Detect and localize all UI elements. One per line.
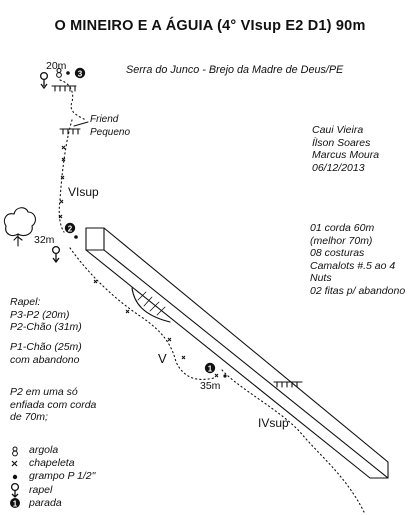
staple-icon (223, 374, 227, 378)
pitch-length: 35m (200, 380, 221, 392)
svg-text:2: 2 (68, 225, 73, 234)
route-title: O MINEIRO E A ÁGUIA (4° VIsup E2 D1) 90m (54, 18, 366, 34)
gear-list: 01 corda 60m (melhor 70m) 08 costuras Ca… (310, 222, 405, 297)
friend-line: Pequeno (90, 126, 131, 138)
authors-block: Caui Vieira Ílson Soares Marcus Moura 06… (312, 124, 379, 174)
legend-staple-icon (12, 474, 18, 480)
belay-3: 3 (74, 67, 86, 79)
legend-rappel-icon (10, 482, 20, 498)
svg-text:3: 3 (78, 70, 83, 79)
top-ledge-hatch (51, 85, 77, 92)
ring-icon (56, 68, 62, 78)
gear-item: Nuts (310, 272, 332, 284)
rappel-length-mid: 32m (34, 234, 55, 246)
bolt-icon (167, 337, 172, 342)
legend-label-ring: argola (29, 444, 59, 456)
rappel-line: com abandono (10, 353, 80, 366)
author-line: Ílson Soares (312, 136, 371, 149)
bolt-icon (58, 214, 63, 219)
bolt-icon (181, 355, 186, 360)
route-line-middle (69, 247, 215, 380)
route-line-upper2 (58, 119, 73, 233)
rappel-icon-mid (51, 245, 61, 264)
grade-middle: V (158, 351, 167, 366)
bolt-icon (59, 199, 64, 204)
route-line-lower (221, 369, 365, 513)
rappel-info: Rapel: P3-P2 (20m) P2-Chão (31m) (10, 296, 82, 334)
bolt-icon (61, 157, 66, 162)
date-line: 06/12/2013 (312, 161, 365, 174)
staple-icon (74, 235, 78, 239)
bolt-icon (61, 145, 66, 150)
belay-2: 2 (64, 222, 76, 234)
legend-label-bolt: chapeleta (29, 457, 75, 469)
rappel-line: enfiada com corda (10, 398, 97, 411)
tree-icon (3, 207, 37, 237)
author-line: Marcus Moura (312, 149, 380, 161)
friend-hatch (59, 128, 81, 135)
friend-pointer (73, 121, 89, 127)
friend-note: Friend Pequeno (90, 114, 130, 139)
legend-ring-icon (12, 446, 18, 457)
bolt-icon (60, 175, 65, 180)
gear-item: 02 fitas p/ abandono (310, 284, 406, 297)
legend-bolt-icon (11, 460, 18, 467)
tree-trunk (13, 233, 23, 247)
bolt-icon (93, 279, 98, 284)
rappel-heading: Rapel: (10, 296, 41, 308)
legend-label-rappel: rapel (29, 484, 53, 496)
gear-item: 01 corda 60m (310, 222, 375, 234)
rappel-line: P2 em uma só (10, 386, 78, 398)
rappel-line: P2-Chão (31m) (10, 321, 82, 333)
gear-item: 08 costuras (310, 247, 365, 259)
route-line-upper (59, 79, 87, 121)
slab-outline (85, 227, 389, 479)
legend-label-staple: grampo P 1/2" (29, 470, 96, 482)
rappel-length-top: 20m (46, 60, 67, 72)
legend-label-belay: parada (29, 497, 62, 509)
grade-upper: VIsup (68, 185, 99, 199)
rappel-line: de 70m; (10, 411, 48, 423)
bolt-icon (214, 373, 219, 378)
lower-ledge-hatch (273, 381, 303, 388)
flake-outline (131, 287, 171, 323)
bolt-icon (125, 309, 130, 314)
grade-lower: IVsup (258, 416, 289, 430)
flake-hatch (137, 291, 166, 316)
author-line: Caui Vieira (312, 124, 364, 136)
gear-item: Camalots #.5 ao 4 (310, 259, 396, 272)
rappel-alt: P1-Chão (25m) com abandono (10, 341, 82, 366)
friend-line: Friend (90, 114, 119, 125)
staple-icon (66, 71, 70, 75)
rappel-line: P1-Chão (25m) (10, 341, 82, 353)
rappel-icon-top (39, 71, 49, 90)
rappel-note: P2 em uma só enfiada com corda de 70m; (10, 386, 96, 424)
gear-item: (melhor 70m) (310, 234, 373, 247)
bolt-markers (58, 145, 219, 378)
rappel-line: P3-P2 (20m) (10, 308, 70, 321)
slab-edge (103, 227, 389, 479)
legend-belay-icon: 1 (10, 498, 20, 509)
location-label: Serra do Junco - Brejo da Madre de Deus/… (126, 64, 344, 76)
svg-text:1: 1 (13, 500, 18, 509)
svg-text:1: 1 (208, 365, 213, 374)
belay-1: 1 (204, 362, 216, 374)
